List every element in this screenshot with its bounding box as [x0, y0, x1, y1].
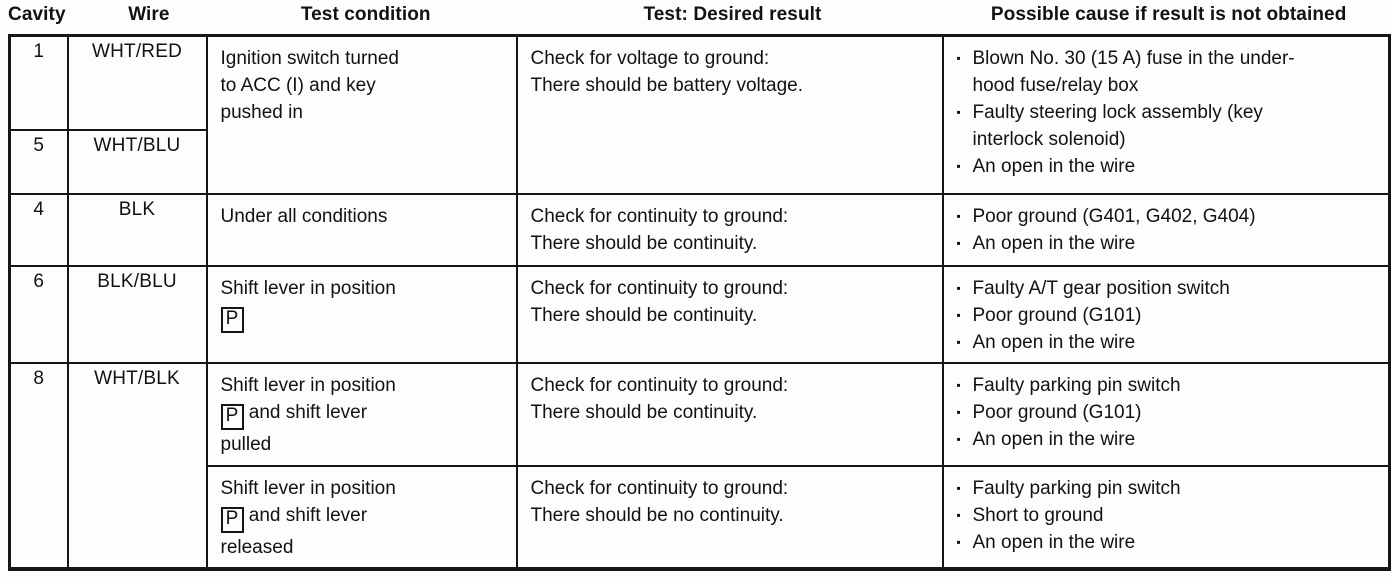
condition-line: to ACC (I) and key: [220, 75, 376, 96]
test-condition-cell: Under all conditions: [205, 192, 518, 267]
cavity-cell: 4: [8, 192, 69, 267]
park-position-symbol: P: [220, 306, 244, 333]
result-line: There should be continuity.: [530, 232, 758, 254]
test-condition-cell: Shift lever in position P and shift leve…: [205, 464, 518, 570]
cavity-cell: 6: [8, 264, 69, 364]
condition-line: pulled: [220, 433, 272, 455]
park-position-symbol: P: [220, 403, 244, 430]
result-line: There should be continuity.: [530, 401, 758, 423]
test-condition-cell: Shift lever in position P and shift leve…: [205, 361, 518, 467]
cause-item: An open in the wire: [956, 153, 1306, 180]
cavity-cell: 8: [8, 361, 69, 570]
result-line: There should be battery voltage.: [530, 75, 804, 96]
cause-item: Poor ground (G401, G402, G404): [956, 203, 1306, 230]
cause-list: Blown No. 30 (15 A) fuse in the under-ho…: [956, 45, 1306, 180]
desired-result-cell: Check for continuity to ground: There sh…: [515, 464, 944, 570]
table-header-row: Cavity Wire Test condition Test: Desired…: [0, 0, 1392, 34]
cause-item: Faulty A/T gear position switch: [956, 275, 1306, 302]
wire-cell: WHT/BLU: [66, 128, 208, 195]
result-line: There should be no continuity.: [530, 504, 784, 526]
cause-item: An open in the wire: [956, 230, 1306, 257]
condition-line: Shift lever in position: [220, 277, 396, 299]
possible-cause-cell: Blown No. 30 (15 A) fuse in the under-ho…: [941, 34, 1391, 195]
condition-line: Ignition switch turned: [220, 48, 400, 69]
table-row-cavity-4: 4 BLK Under all conditions Check for con…: [8, 192, 1391, 267]
desired-result-cell: Check for continuity to ground: There sh…: [515, 192, 944, 267]
result-line: There should be continuity.: [530, 304, 758, 326]
table-row-cavity-8-released: Shift lever in position P and shift leve…: [10, 464, 1391, 570]
table-row-cavity-6: 6 BLK/BLU Shift lever in position P Chec…: [8, 264, 1391, 364]
cavity-cell: 1: [8, 34, 69, 131]
result-line: Check for continuity to ground:: [530, 477, 789, 499]
table-row-cavity-1: 1 WHT/RED Ignition switch turned to ACC …: [8, 34, 1391, 195]
condition-line: P and shift lever: [220, 502, 427, 534]
possible-cause-cell: Poor ground (G401, G402, G404) An open i…: [941, 192, 1391, 267]
test-condition-cell: Shift lever in position P: [205, 264, 518, 364]
result-line: Check for continuity to ground:: [530, 277, 789, 299]
cause-item: An open in the wire: [956, 329, 1306, 356]
cause-item: An open in the wire: [956, 529, 1306, 556]
cause-list: Faulty A/T gear position switch Poor gro…: [956, 275, 1306, 356]
cause-list: Faulty parking pin switch Short to groun…: [956, 475, 1306, 556]
desired-result-cell: Check for voltage to ground: There shoul…: [515, 34, 944, 195]
possible-cause-cell: Faulty parking pin switch Short to groun…: [941, 464, 1391, 570]
cause-item: Faulty steering lock assembly (key inter…: [956, 99, 1306, 153]
desired-result-cell: Check for continuity to ground: There sh…: [515, 264, 944, 364]
wire-cell: WHT/RED: [66, 34, 208, 131]
column-header-test-condition: Test condition: [300, 4, 431, 25]
result-line: Check for voltage to ground:: [530, 48, 770, 69]
condition-line: Under all conditions: [220, 205, 388, 227]
cause-item: Poor ground (G101): [956, 399, 1306, 426]
cause-item: Short to ground: [956, 502, 1306, 529]
condition-line: released: [220, 536, 294, 558]
condition-line: P: [220, 302, 427, 334]
cause-list: Faulty parking pin switch Poor ground (G…: [956, 372, 1306, 453]
condition-line: Shift lever in position: [220, 374, 396, 396]
wire-cell: BLK: [66, 192, 208, 267]
possible-cause-cell: Faulty parking pin switch Poor ground (G…: [941, 361, 1391, 467]
condition-line: pushed in: [220, 102, 303, 123]
test-condition-cell: Ignition switch turned to ACC (I) and ke…: [205, 34, 518, 195]
desired-result-cell: Check for continuity to ground: There sh…: [515, 361, 944, 467]
condition-line: P and shift lever: [220, 399, 427, 431]
wire-cell: BLK/BLU: [66, 264, 208, 364]
wire-cell: WHT/BLK: [66, 361, 208, 570]
column-header-possible-cause: Possible cause if result is not obtained: [990, 4, 1347, 25]
column-header-cavity: Cavity: [8, 4, 66, 25]
cause-item: Faulty parking pin switch: [956, 372, 1306, 399]
column-header-wire: Wire: [128, 4, 170, 25]
table-row-cavity-5: 5 WHT/BLU: [8, 128, 1390, 195]
cause-list: Poor ground (G401, G402, G404) An open i…: [956, 203, 1306, 257]
possible-cause-cell: Faulty A/T gear position switch Poor gro…: [941, 264, 1391, 364]
cause-item: An open in the wire: [956, 426, 1306, 453]
condition-line: Shift lever in position: [220, 477, 396, 499]
cavity-wire-test-table: 1 WHT/RED Ignition switch turned to ACC …: [8, 34, 1391, 571]
park-position-symbol: P: [220, 506, 244, 533]
cavity-cell: 5: [8, 128, 69, 195]
column-header-desired-result: Test: Desired result: [643, 4, 822, 25]
cause-item: Faulty parking pin switch: [956, 475, 1306, 502]
cause-item: Blown No. 30 (15 A) fuse in the under-ho…: [956, 45, 1306, 99]
result-line: Check for continuity to ground:: [530, 374, 789, 396]
table-row-cavity-8-pulled: 8 WHT/BLK Shift lever in position P and …: [8, 361, 1391, 570]
cause-item: Poor ground (G101): [956, 302, 1306, 329]
result-line: Check for continuity to ground:: [530, 205, 789, 227]
